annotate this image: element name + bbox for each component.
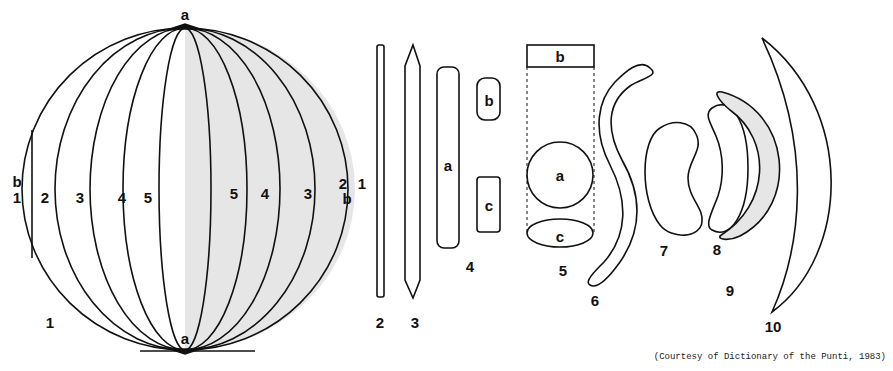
- figure-number: 10: [765, 319, 782, 334]
- meridian-label: 3: [304, 186, 312, 201]
- meridian-label: 1: [358, 176, 366, 191]
- meridian-label: 1: [13, 190, 21, 205]
- figure-number: 2: [376, 315, 384, 330]
- meridian-label: b: [12, 174, 21, 189]
- source-caption: (Courtesy of Dictionary of the Punti, 19…: [654, 352, 886, 362]
- meridian-label: b: [342, 191, 351, 206]
- figure-number: 1: [46, 315, 54, 330]
- meridian-label: 5: [230, 186, 238, 201]
- view-letter: b: [484, 93, 493, 108]
- view-letter: a: [444, 158, 452, 173]
- meridian-label: 2: [339, 176, 347, 191]
- figure-number: 3: [411, 315, 419, 330]
- meridian-label: 3: [76, 190, 84, 205]
- meridian-label: 5: [144, 190, 152, 205]
- meridian-label: 4: [261, 186, 269, 201]
- view-letter: b: [555, 49, 564, 64]
- view-letter: a: [556, 168, 564, 183]
- meridian-label: 2: [41, 190, 49, 205]
- figure-number: 4: [466, 259, 474, 274]
- meridian-label: a: [181, 7, 189, 22]
- view-letter: c: [485, 198, 493, 213]
- view-letter: c: [556, 229, 564, 244]
- figure-number: 7: [660, 243, 668, 258]
- figure-number: 5: [559, 263, 567, 278]
- meridian-label: a: [181, 331, 189, 346]
- figure-number: 9: [726, 283, 734, 298]
- figure-number: 8: [713, 242, 721, 257]
- meridian-label: 4: [118, 190, 126, 205]
- figure-number: 6: [591, 293, 599, 308]
